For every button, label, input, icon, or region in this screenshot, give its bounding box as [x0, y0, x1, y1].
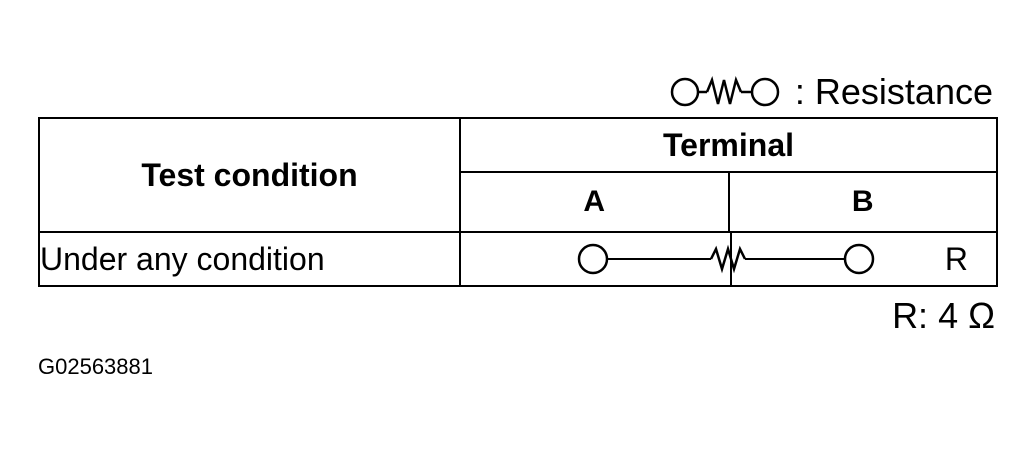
resistance-mark: R	[944, 241, 968, 277]
connection-diagram	[577, 233, 875, 285]
terminal-a-header: A	[459, 171, 730, 233]
terminal-b-node	[843, 243, 875, 275]
test-condition-header: Test condition	[38, 117, 461, 233]
legend-label: Resistance	[814, 71, 993, 112]
table-header-row: Test condition Terminal	[38, 117, 998, 233]
figure-id: G02563881	[38, 354, 153, 379]
table-subheader-row: A B	[39, 171, 998, 233]
spec-value: R: 4 Ω	[892, 295, 995, 336]
legend: : Resistance	[669, 74, 993, 110]
legend-separator: :	[794, 71, 805, 112]
connection-cell: R	[459, 231, 998, 287]
resistor-icon	[709, 244, 747, 274]
terminal-spec-table: Test condition Terminal A B Under any co…	[38, 117, 998, 287]
terminal-b-header: B	[727, 171, 998, 233]
resistor-symbol-icon	[670, 76, 780, 107]
terminal-a-node	[577, 243, 609, 275]
table-row: Under any condition R	[38, 231, 998, 287]
condition-cell: Under any condition	[38, 231, 461, 287]
terminal-header: Terminal	[459, 117, 998, 173]
